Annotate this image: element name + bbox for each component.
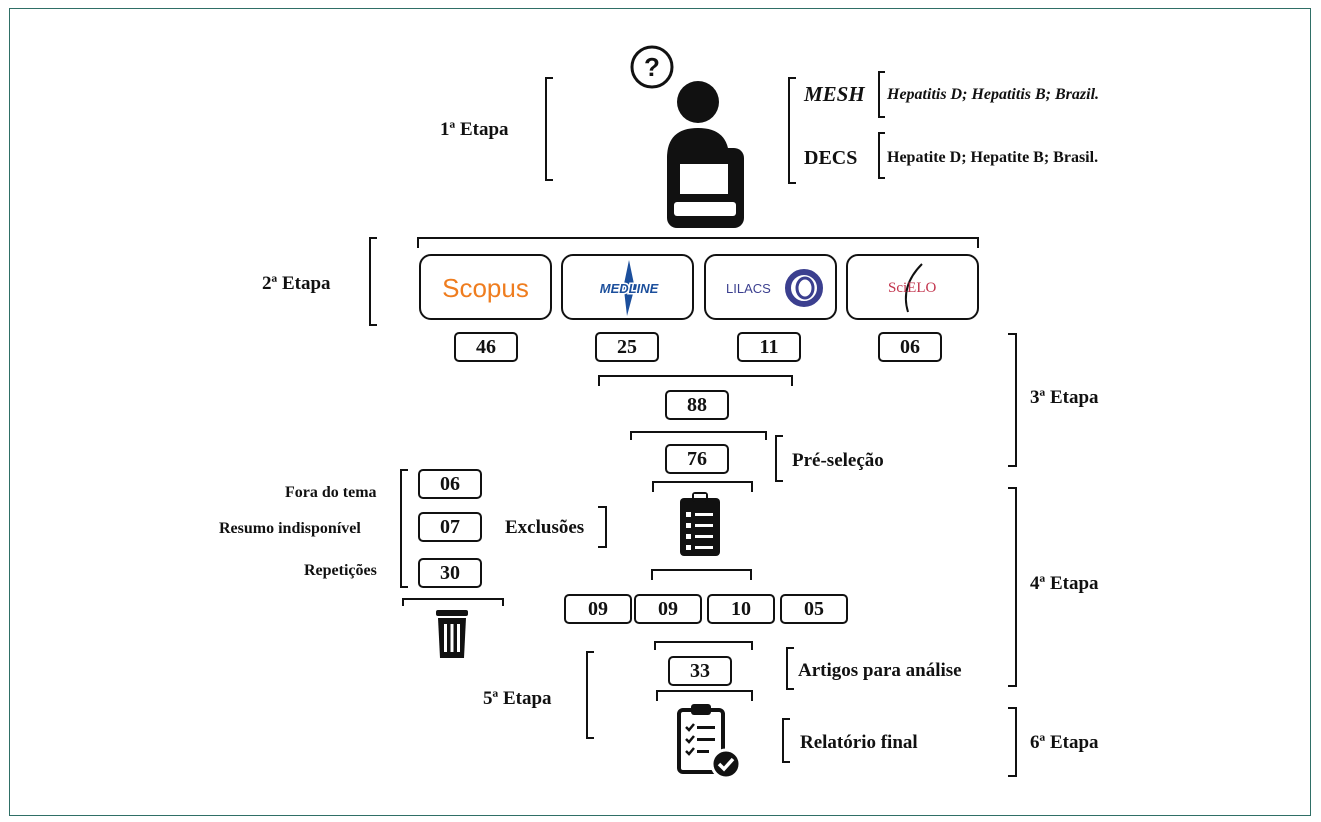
split-count-2: 09 <box>634 594 702 624</box>
count-lilacs: 11 <box>737 332 801 362</box>
decs-terms: Hepatite D; Hepatite B; Brasil. <box>887 149 1099 166</box>
stage-1-label: 1ª Etapa <box>440 119 509 140</box>
user-computer-icon <box>667 81 744 228</box>
split-count-1: 09 <box>564 594 632 624</box>
exclusion-reason-3: Repetições <box>304 562 377 579</box>
exclusion-count-2: 07 <box>418 512 482 542</box>
count-medline: 25 <box>595 332 659 362</box>
trash-icon <box>436 610 468 658</box>
question-icon: ? <box>630 45 674 89</box>
medline-logo-text: MEDLINE <box>600 281 659 296</box>
stage-3-label: 3ª Etapa <box>1030 387 1099 408</box>
clipboard-checklist-icon <box>680 492 720 556</box>
database-lilacs: LILACS <box>704 254 837 320</box>
exclusion-count-3: 30 <box>418 558 482 588</box>
split-count-3: 10 <box>707 594 775 624</box>
stage-2-label: 2ª Etapa <box>262 273 331 294</box>
count-scielo: 06 <box>878 332 942 362</box>
medline-logo: MEDLINE <box>598 260 660 316</box>
database-medline: MEDLINE <box>561 254 694 320</box>
count-preselection: 76 <box>665 444 729 474</box>
lilacs-ring-icon <box>785 269 823 307</box>
stage-4-label: 4ª Etapa <box>1030 573 1099 594</box>
exclusion-count-1: 06 <box>418 469 482 499</box>
analysis-label: Artigos para análise <box>798 660 962 681</box>
stage-5-label: 5ª Etapa <box>483 688 552 709</box>
scopus-logo-text: Scopus <box>442 273 529 303</box>
scielo-swoosh-icon <box>904 263 923 313</box>
count-analysis: 33 <box>668 656 732 686</box>
exclusion-reason-1: Fora do tema <box>285 484 377 501</box>
scielo-logo-text: SciELO <box>888 280 937 296</box>
count-scopus: 46 <box>454 332 518 362</box>
mesh-terms: Hepatitis D; Hepatitis B; Brazil. <box>887 86 1100 103</box>
diagram-frame <box>9 8 1311 816</box>
mesh-label: MESH <box>804 82 865 106</box>
stage-6-label: 6ª Etapa <box>1030 732 1099 753</box>
exclusion-reason-2: Resumo indisponível <box>219 520 361 537</box>
svg-text:?: ? <box>644 52 660 82</box>
database-scopus: Scopus <box>419 254 552 320</box>
count-total: 88 <box>665 390 729 420</box>
exclusions-label: Exclusões <box>505 517 585 538</box>
clipboard-check-icon <box>677 704 742 780</box>
final-report-label: Relatório final <box>800 732 918 753</box>
preselection-label: Pré-seleção <box>792 450 884 471</box>
decs-label: DECS <box>804 147 858 169</box>
lilacs-logo-text: LILACS <box>726 281 771 296</box>
split-count-4: 05 <box>780 594 848 624</box>
database-scielo: SciELO <box>846 254 979 320</box>
